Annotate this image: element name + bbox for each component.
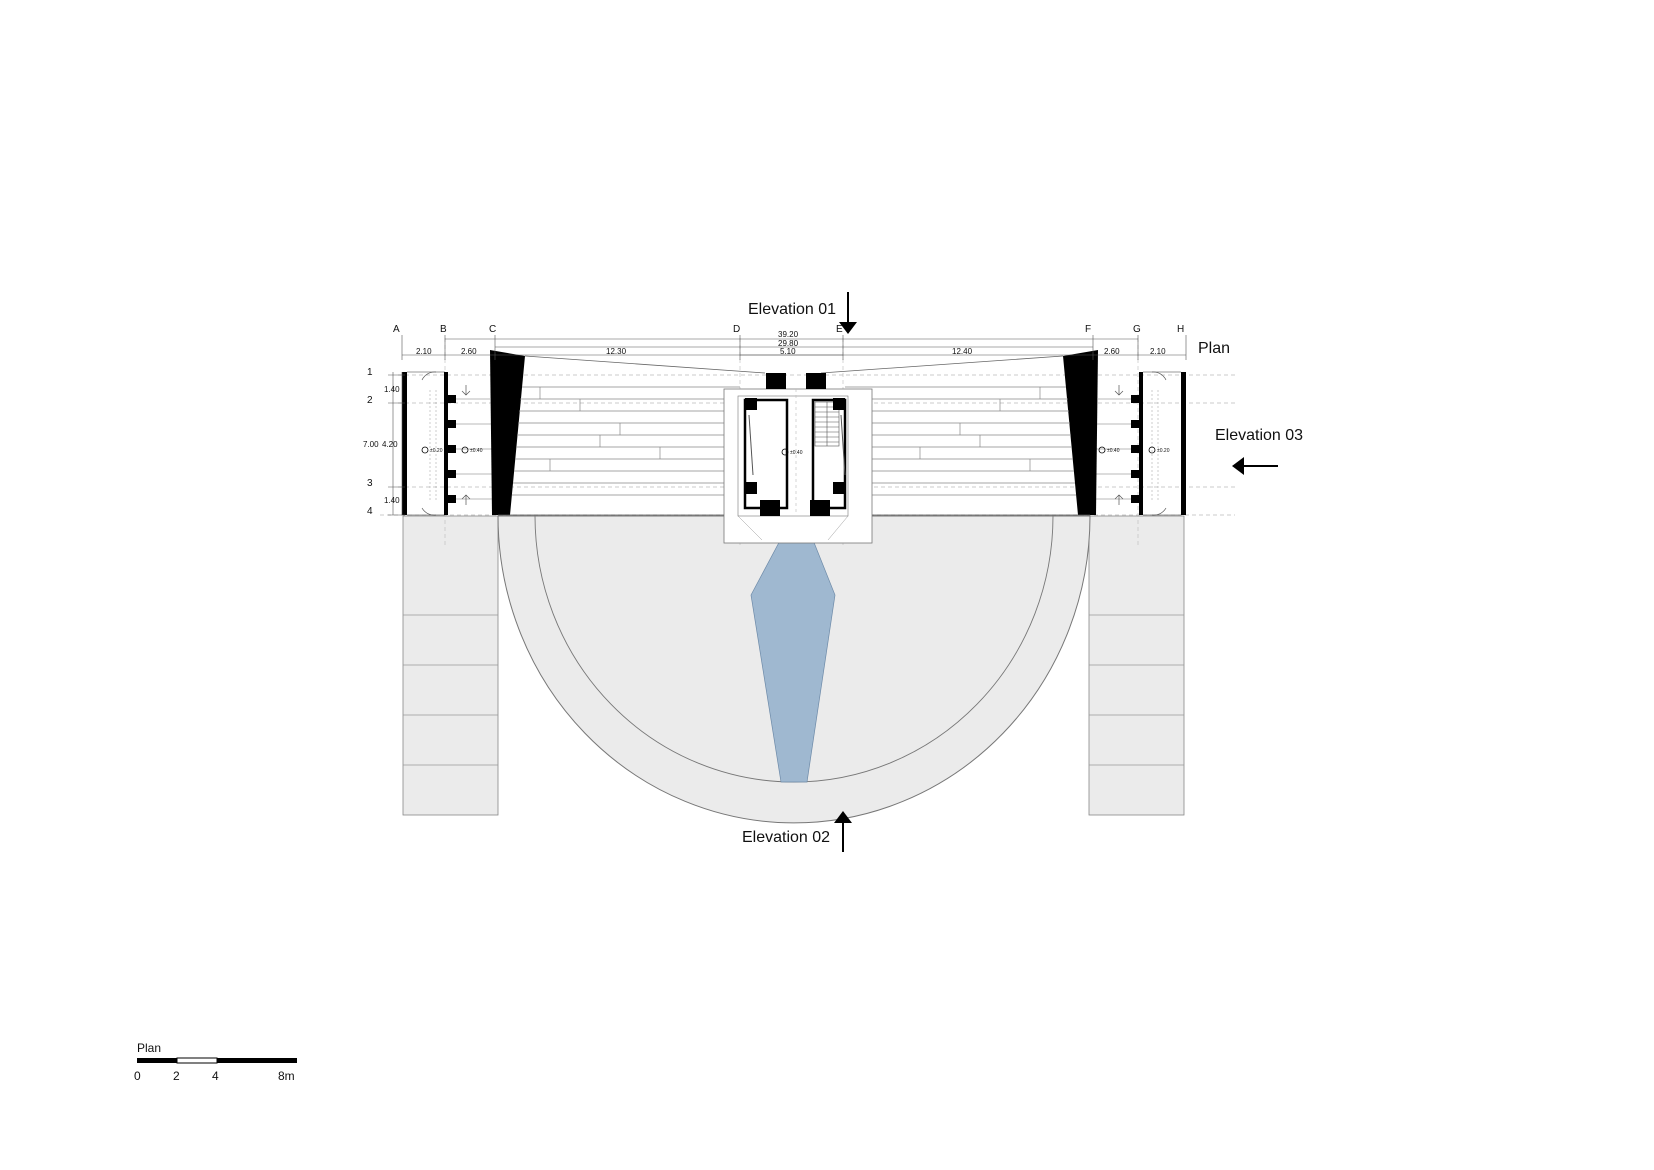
level-markers: ±0.20 ±0.40 ±0.40 ±0.40 ±0.20 xyxy=(421,446,1170,456)
grid-label-h: H xyxy=(1177,324,1184,335)
grid-label-a: A xyxy=(393,324,400,335)
right-paving-block xyxy=(1088,515,1185,816)
dim-row-total: 7.00 xyxy=(363,440,379,449)
grid-label-2: 2 xyxy=(367,395,373,406)
grid-label-c: C xyxy=(489,324,496,335)
grid-label-e: E xyxy=(836,324,843,335)
arrow-down-icon xyxy=(839,322,857,334)
courtyard xyxy=(402,515,1185,824)
dim-core: 5.10 xyxy=(780,347,796,356)
dim-row-top: 1.40 xyxy=(384,385,400,394)
dim-left-span: 12.30 xyxy=(606,347,627,356)
arrow-left-icon xyxy=(1232,457,1244,475)
dim-bc: 2.60 xyxy=(461,347,477,356)
plan-title: Plan xyxy=(1198,340,1230,357)
grid-label-g: G xyxy=(1133,324,1141,335)
dim-overall: 39.20 xyxy=(778,330,799,339)
wall-f xyxy=(1063,350,1098,515)
dim-ab: 2.10 xyxy=(416,347,432,356)
building-band: ±0.20 ±0.40 ±0.40 ±0.40 ±0.20 xyxy=(380,338,1235,548)
scale-bar: Plan 0 2 4 8m xyxy=(134,1041,297,1083)
dim-row-bot: 1.40 xyxy=(384,496,400,505)
grid-label-b: B xyxy=(440,324,447,335)
left-paving-block xyxy=(402,515,499,816)
dimension-lines xyxy=(388,335,1187,516)
central-core xyxy=(723,373,873,544)
grid-label-3: 3 xyxy=(367,478,373,489)
elevation-01-marker: Elevation 01 xyxy=(748,292,857,334)
dimension-values: 39.20 29.80 5.10 12.30 12.40 2.10 2.60 2… xyxy=(363,330,1166,505)
elevation-03-marker: Elevation 03 xyxy=(1215,427,1303,475)
level-label: ±0.20 xyxy=(430,448,443,454)
elevation-02-label: Elevation 02 xyxy=(742,829,830,846)
scale-tick-4: 4 xyxy=(212,1069,219,1083)
elevation-02-marker: Elevation 02 xyxy=(742,811,852,852)
level-label: ±0.40 xyxy=(1107,448,1120,454)
dim-row-mid: 4.20 xyxy=(382,440,398,449)
elevation-01-label: Elevation 01 xyxy=(748,301,836,318)
wall-c xyxy=(490,350,525,515)
grid-label-f: F xyxy=(1085,324,1091,335)
grid-row-labels: 1 2 3 4 xyxy=(367,367,373,517)
elevation-03-label: Elevation 03 xyxy=(1215,427,1303,444)
grid-label-4: 4 xyxy=(367,506,373,517)
dim-gh: 2.10 xyxy=(1150,347,1166,356)
level-label: ±0.40 xyxy=(470,448,483,454)
scale-tick-8m: 8m xyxy=(278,1069,295,1083)
dim-right-span: 12.40 xyxy=(952,347,973,356)
dim-inner: 29.80 xyxy=(778,339,799,348)
scale-tick-2: 2 xyxy=(173,1069,180,1083)
level-label: ±0.20 xyxy=(1157,448,1170,454)
level-label: ±0.40 xyxy=(790,450,803,456)
scale-bar-title: Plan xyxy=(137,1041,161,1055)
grid-column-labels: A B C D E F G H xyxy=(393,324,1184,335)
dim-fg: 2.60 xyxy=(1104,347,1120,356)
grid-label-d: D xyxy=(733,324,740,335)
arrow-up-icon xyxy=(834,811,852,823)
grid-label-1: 1 xyxy=(367,367,373,378)
scale-tick-0: 0 xyxy=(134,1069,141,1083)
